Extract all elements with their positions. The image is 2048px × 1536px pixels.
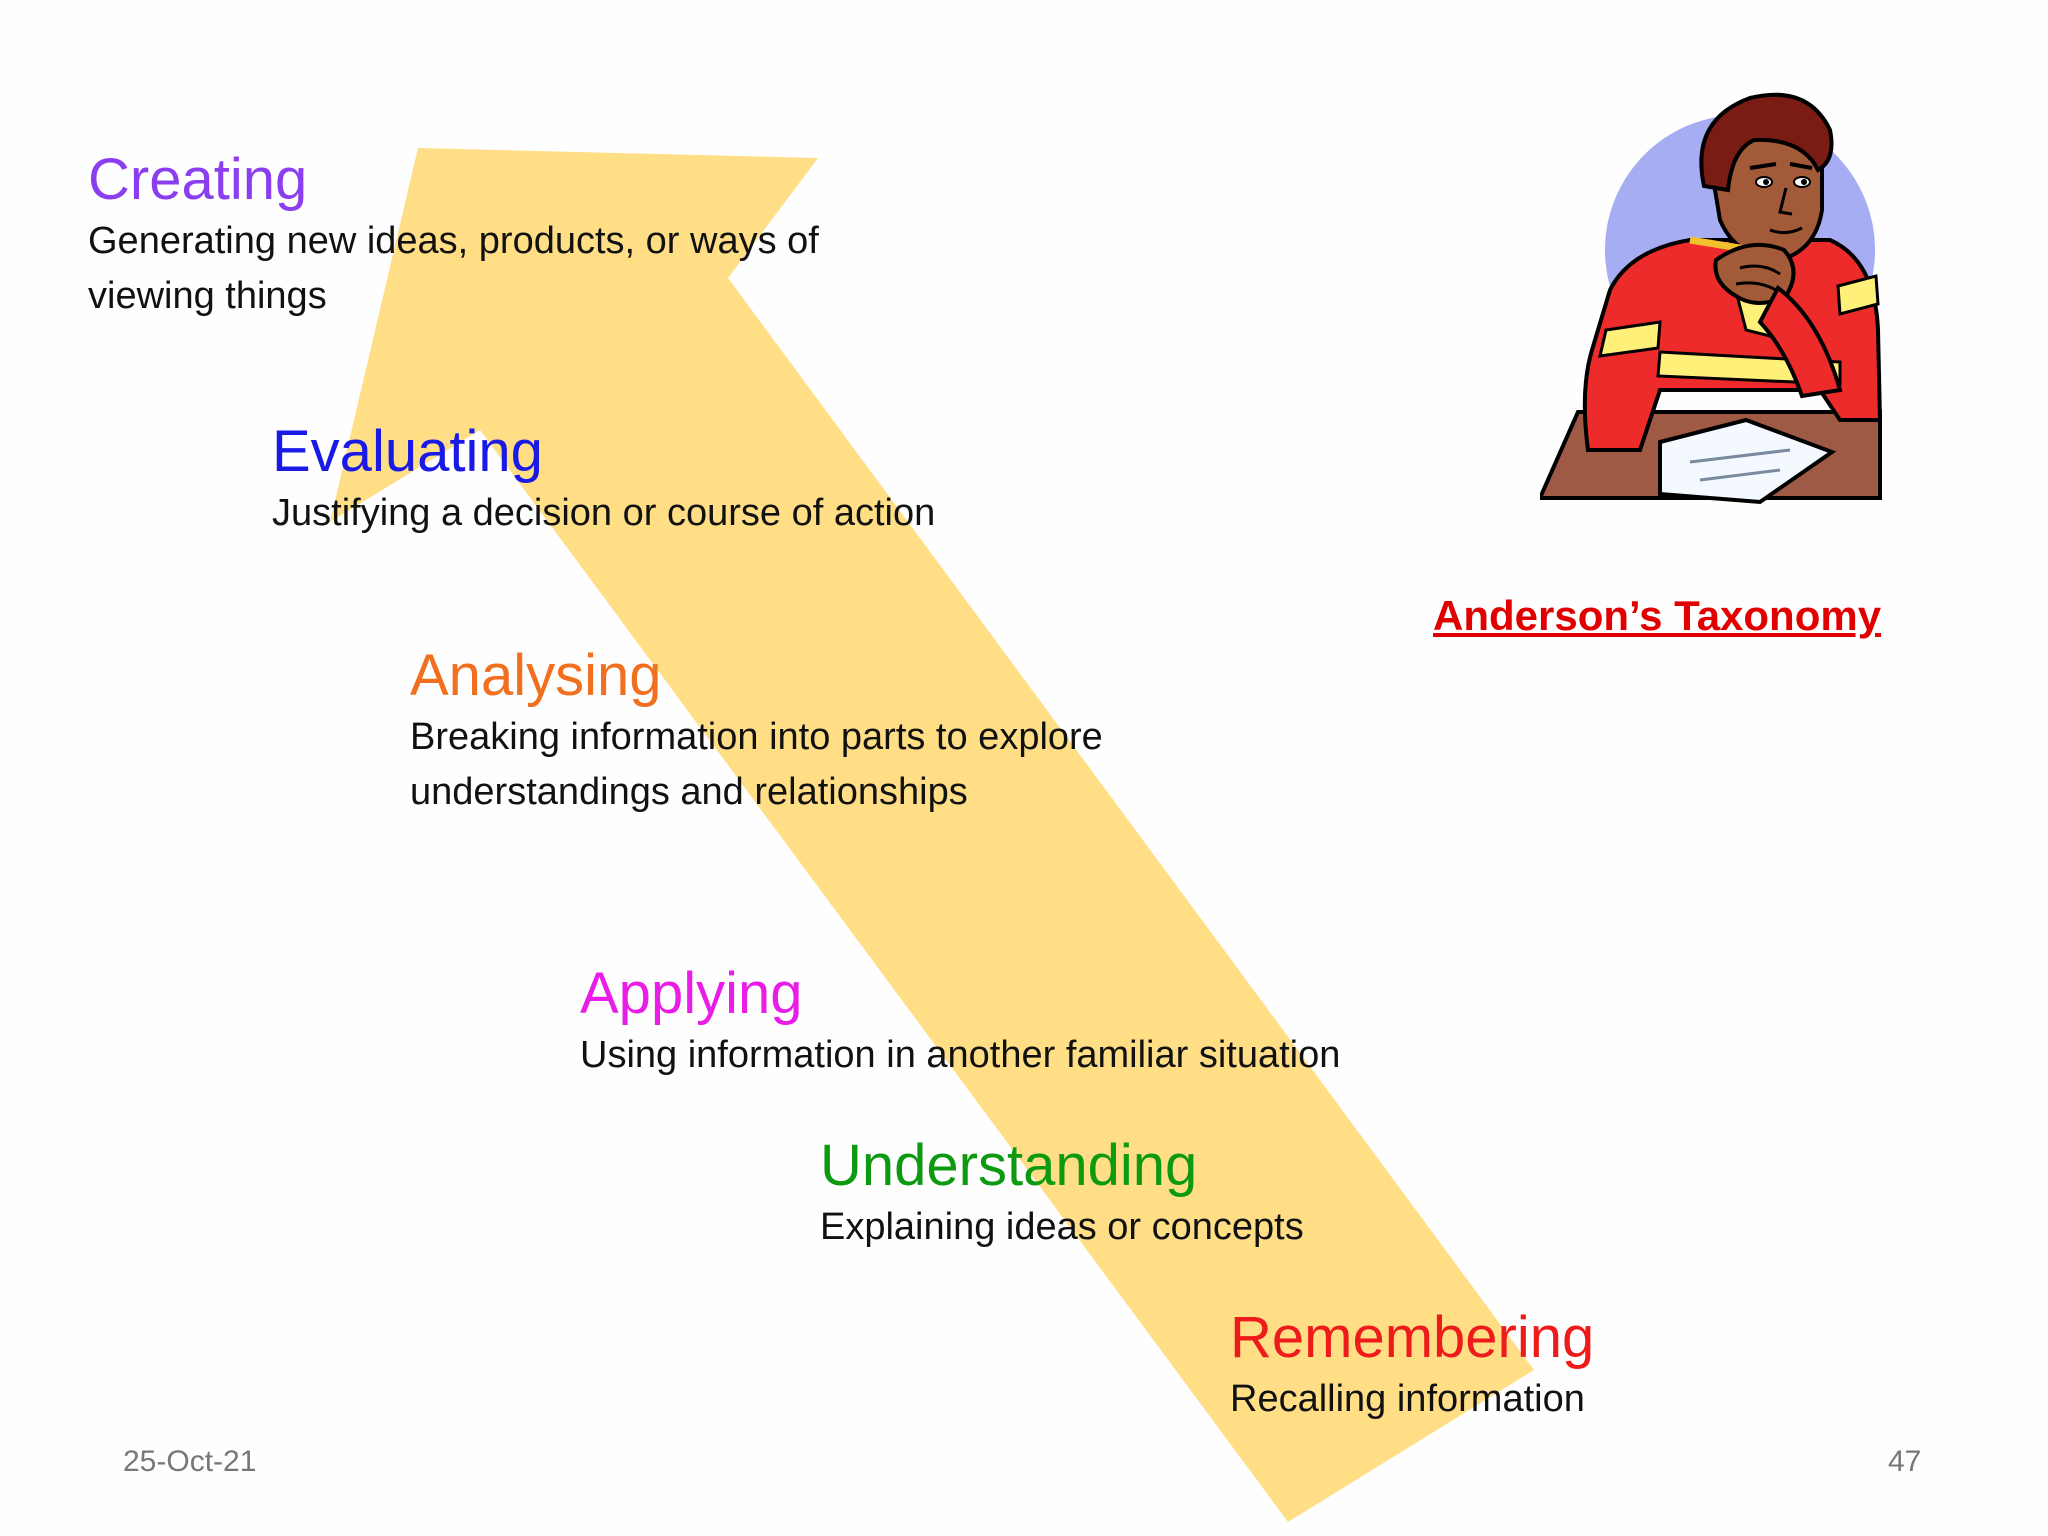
footer-date: 25-Oct-21: [123, 1445, 257, 1478]
thinking-man-icon: [1540, 92, 1883, 505]
level-description: Breaking information into parts to explo…: [410, 716, 1103, 813]
level-title: Creating: [88, 147, 308, 212]
level-title: Evaluating: [272, 419, 543, 484]
level-description: Using information in another familiar si…: [580, 1034, 1341, 1076]
taxonomy-title: Anderson’s Taxonomy: [1433, 592, 1882, 639]
level-understanding: Understanding Explaining ideas or concep…: [820, 1132, 1304, 1255]
level-title: Remembering: [1230, 1305, 1595, 1370]
level-title: Understanding: [820, 1133, 1198, 1198]
page-number: 47: [1888, 1445, 1922, 1478]
level-description: Recalling information: [1230, 1378, 1585, 1420]
level-remembering: Remembering Recalling information: [1230, 1304, 1594, 1427]
arrow-shape: [330, 148, 1534, 1522]
level-description: Explaining ideas or concepts: [820, 1206, 1304, 1248]
level-title: Analysing: [410, 643, 662, 708]
level-applying: Applying Using information in another fa…: [580, 960, 1340, 1083]
level-description: Generating new ideas, products, or ways …: [88, 220, 819, 317]
level-title: Applying: [580, 961, 803, 1026]
level-description: Justifying a decision or course of actio…: [272, 492, 936, 534]
level-analysing: Analysing Breaking information into part…: [410, 642, 1103, 820]
level-evaluating: Evaluating Justifying a decision or cour…: [272, 418, 935, 541]
level-creating: Creating Generating new ideas, products,…: [88, 146, 819, 324]
